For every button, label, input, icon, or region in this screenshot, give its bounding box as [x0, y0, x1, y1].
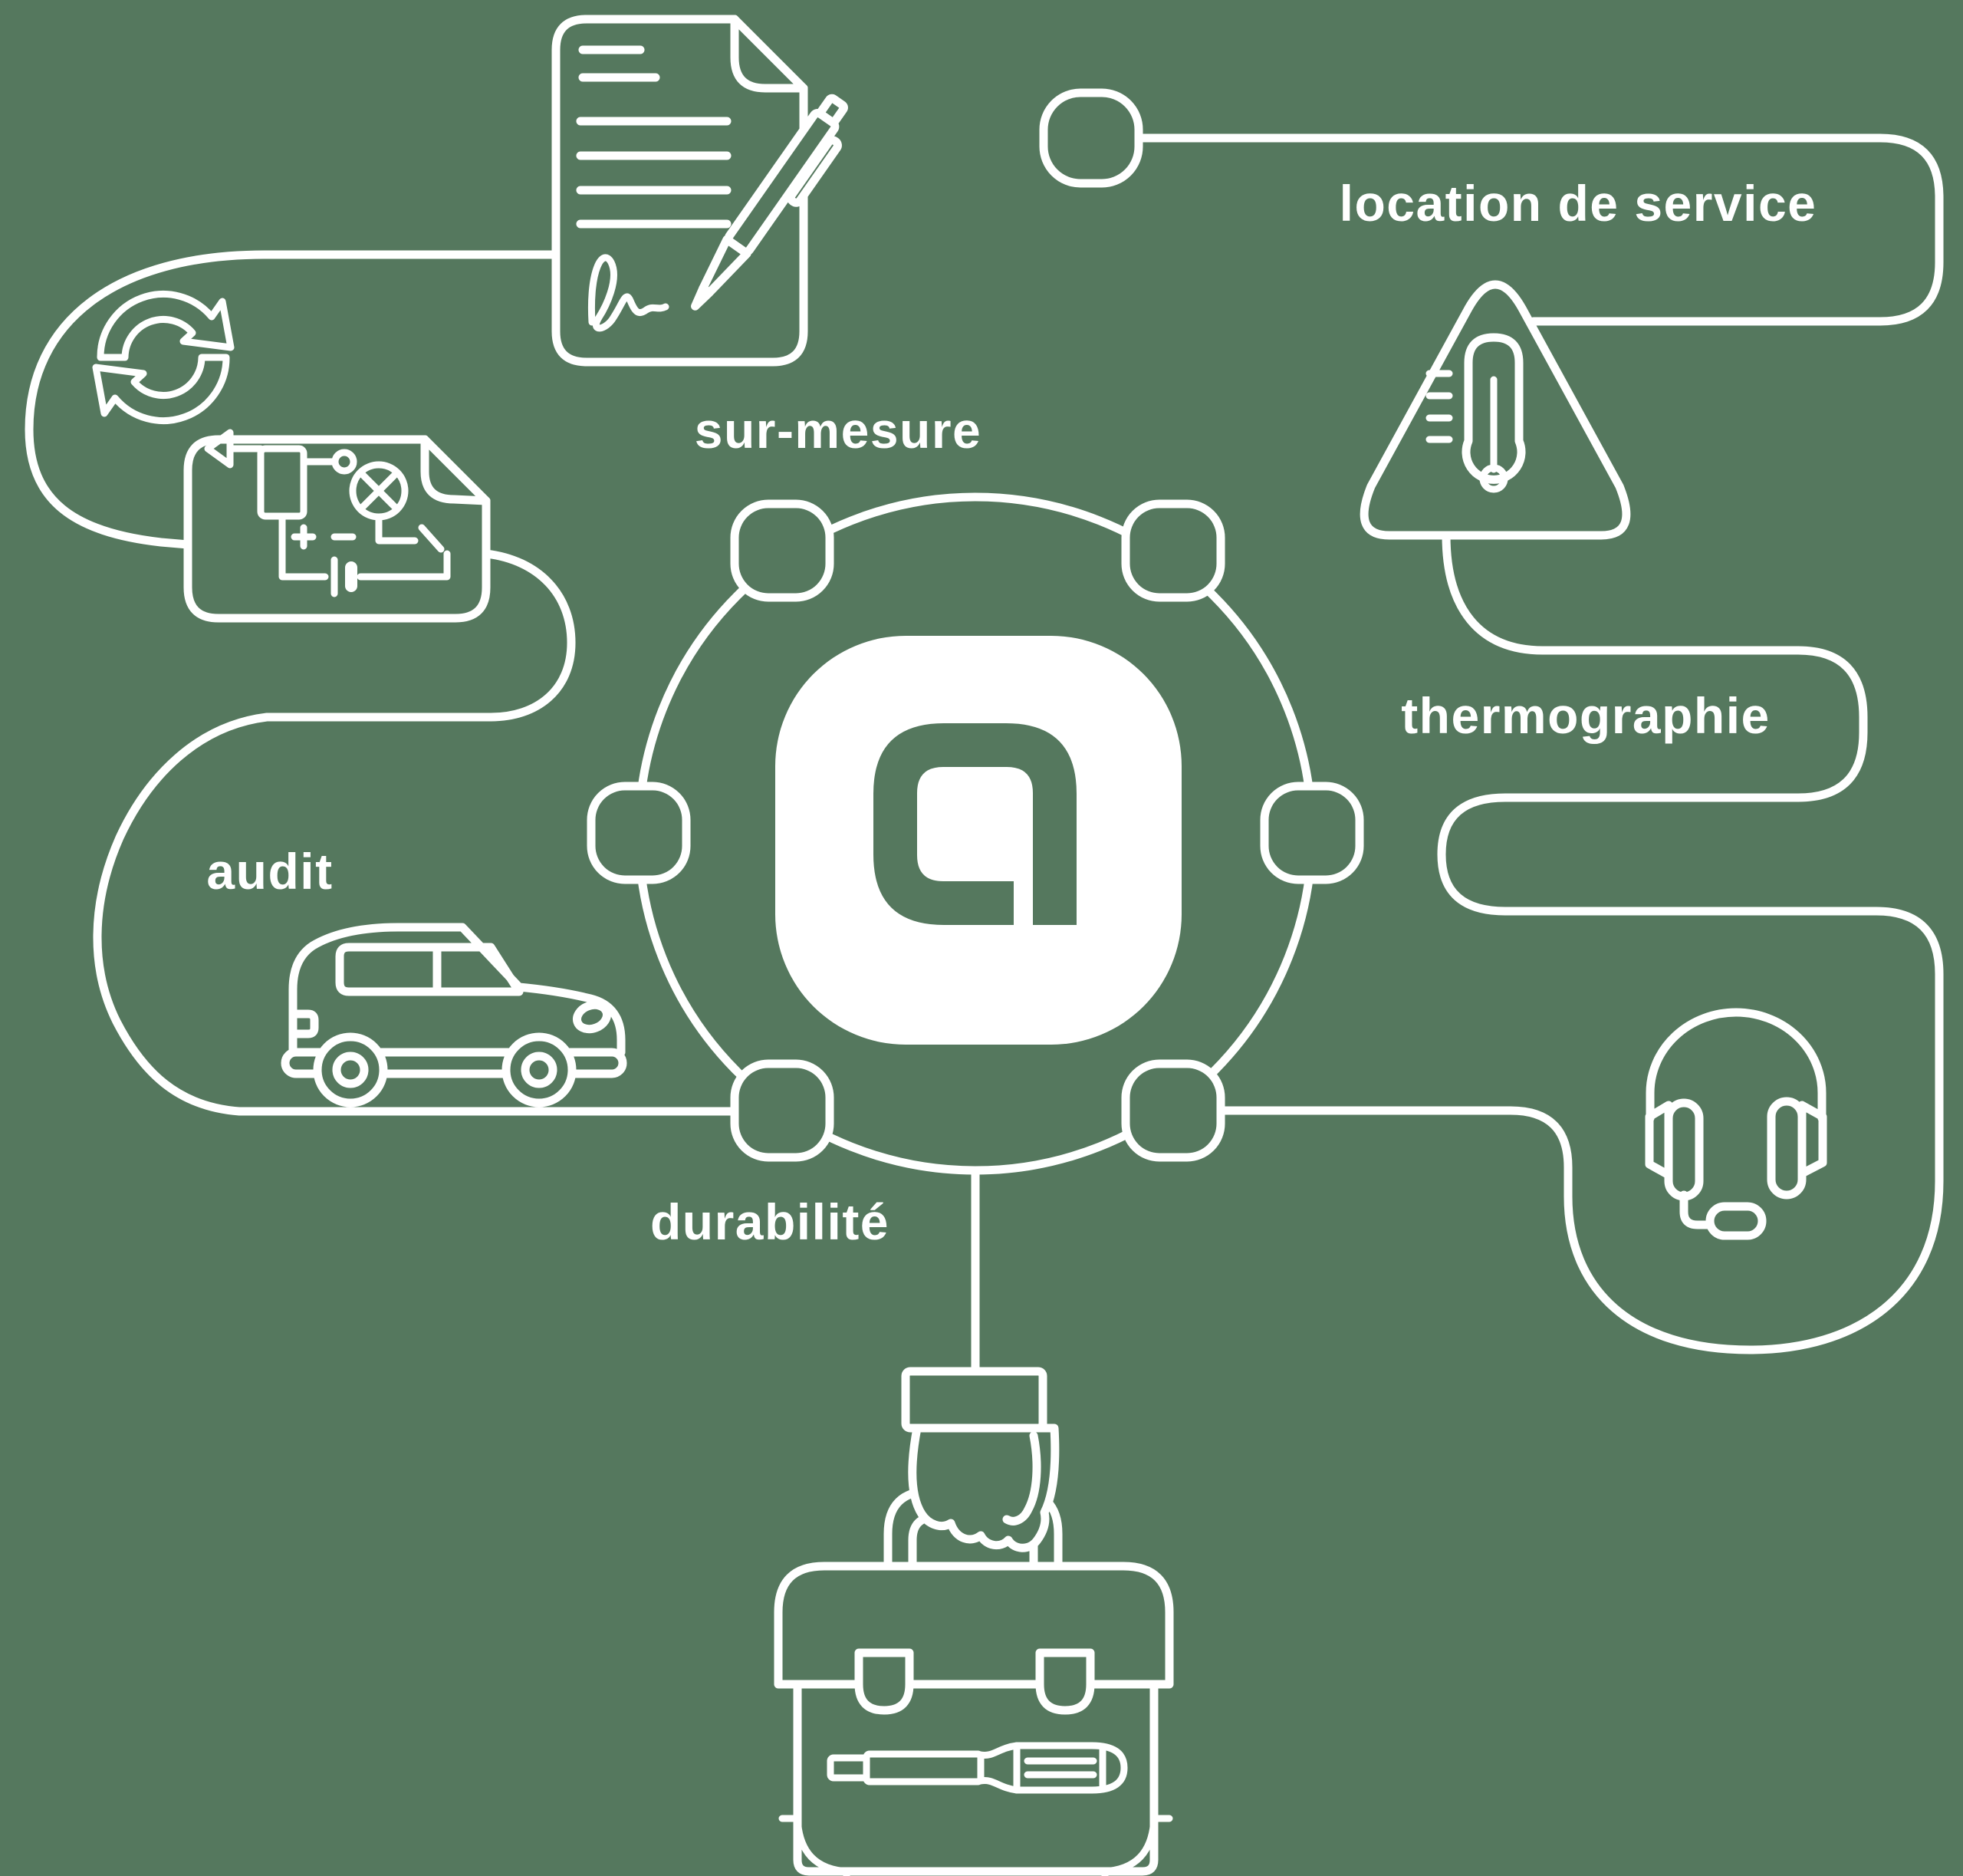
warning-triangle: [1360, 280, 1631, 540]
pen-body: [724, 108, 840, 256]
headset-mic-boom: [1679, 1190, 1715, 1229]
sleeve-cuff: [901, 1367, 1047, 1433]
labels: sur-mesure location de service thermogra…: [206, 175, 1817, 1250]
thermometer-warning-icon: [1360, 280, 1631, 540]
screwdriver-handle: [1013, 1742, 1128, 1794]
car-icon: [281, 923, 627, 1107]
label-thermographie: thermographie: [1401, 687, 1771, 744]
document-outline: [551, 15, 808, 367]
pen-tip: [691, 284, 714, 311]
circuit-schematic-icon: [183, 429, 491, 623]
label-durabilite: durabilité: [650, 1193, 889, 1250]
sync-arrows-icon: [92, 291, 235, 424]
toolbox-body: [793, 1680, 1159, 1876]
label-sur-mesure: sur-mesure: [695, 402, 982, 459]
logo-tile: [775, 636, 1182, 1045]
sync-arrow-top: [97, 291, 235, 361]
headset-cup-left: [1664, 1098, 1704, 1201]
screwdriver-icon: [827, 1742, 1128, 1794]
toolbox-clasp-right: [1035, 1648, 1095, 1715]
node-right: [1260, 782, 1364, 884]
thermometer-bulb: [1479, 464, 1508, 493]
toolbox-flap: [774, 1562, 1174, 1689]
car-wheel-front-hub: [521, 1052, 557, 1088]
circuit-doc-outline: [183, 435, 491, 623]
node-top-right: [1121, 499, 1225, 602]
circle-nodes: [587, 88, 1364, 1162]
car-bumper: [281, 1048, 627, 1078]
circuit-arrow: [204, 429, 265, 469]
sync-arrow-bottom: [92, 354, 230, 424]
node-left: [587, 782, 691, 884]
node-bottom-right: [1121, 1059, 1225, 1162]
headset-band: [1646, 1008, 1827, 1123]
car-taillight: [288, 1009, 319, 1038]
circuit-resistor: [257, 445, 307, 520]
document-fold: [730, 15, 808, 93]
screwdriver-neck: [977, 1742, 1021, 1794]
toolbox-clasp-left: [854, 1648, 914, 1715]
hand-toolbox-icon: [774, 1367, 1174, 1876]
screwdriver-shaft: [863, 1750, 985, 1785]
label-location-de-service: location de service: [1340, 175, 1817, 232]
headset-icon: [1645, 1008, 1827, 1240]
connector-triangle-to-node: [1216, 531, 1944, 1354]
car-wheel-rear: [313, 1032, 388, 1107]
pen-icon: [691, 94, 848, 311]
signed-contract-icon: [551, 15, 848, 367]
connector-lines: [25, 133, 1944, 1385]
thermometer-outline: [1462, 333, 1526, 484]
pen-clip: [786, 136, 842, 207]
logo-letter-a: [873, 723, 1077, 925]
connector-contract-to-circuit: [25, 250, 561, 549]
node-location-service: [1039, 88, 1143, 188]
screwdriver-tip: [827, 1754, 870, 1782]
signature-squiggle: [587, 254, 669, 332]
circuit-wires: [278, 512, 451, 581]
toolbox-corner-left: [778, 1815, 852, 1876]
connector-circuit-to-node: [93, 549, 739, 1116]
label-audit: audit: [206, 843, 333, 900]
brand-logo-a: [775, 636, 1182, 1045]
node-bottom-left: [730, 1059, 834, 1162]
car-wheel-rear-hub: [332, 1052, 369, 1088]
circuit-terminal: [331, 449, 357, 475]
car-windows: [335, 943, 524, 996]
car-wheel-front: [501, 1032, 577, 1107]
circuit-plus: [291, 524, 317, 550]
thermometer-ticks: [1425, 370, 1453, 443]
toolbox-corner-right: [1100, 1815, 1173, 1876]
car-headlight: [573, 1000, 611, 1034]
document-text-lines: [576, 45, 732, 229]
screwdriver-handle-lines: [1024, 1757, 1097, 1779]
connector-node-to-triangle: [1134, 133, 1944, 326]
circuit-doc-fold: [420, 435, 491, 505]
headset-cup-right: [1767, 1097, 1807, 1200]
circuit-lamp-x: [357, 469, 400, 512]
thumb-line: [1002, 1431, 1041, 1525]
node-top-left: [730, 499, 834, 602]
headset-mic: [1705, 1202, 1767, 1240]
